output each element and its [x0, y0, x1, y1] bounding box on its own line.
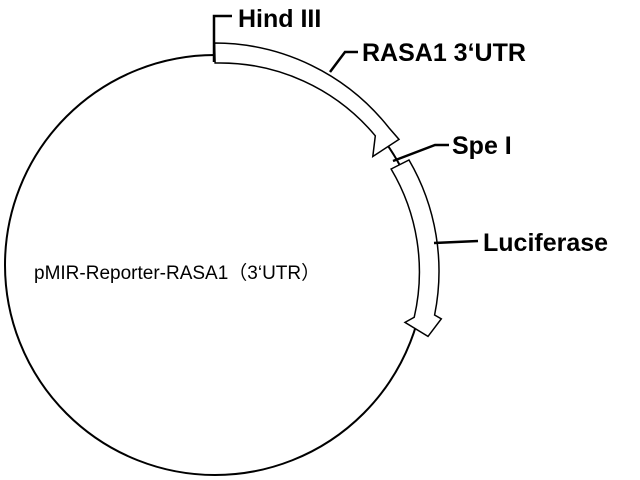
- rasa1-utr-arrow: [213, 42, 401, 159]
- luciferase-arrow: [390, 159, 443, 338]
- plasmid-name-label: pMIR-Reporter-RASA1（3‘UTR）: [34, 262, 320, 284]
- luciferase-leader: [433, 239, 479, 245]
- hind-iii-marker: [212, 14, 232, 62]
- spe-i-label: Spe I: [452, 132, 512, 160]
- spe-i-marker: [392, 143, 449, 163]
- luciferase-label: Luciferase: [483, 229, 608, 257]
- rasa1-utr-label: RASA1 3‘UTR: [362, 39, 526, 67]
- hind-iii-label: Hind III: [238, 5, 321, 33]
- rasa1-utr-leader: [329, 50, 358, 73]
